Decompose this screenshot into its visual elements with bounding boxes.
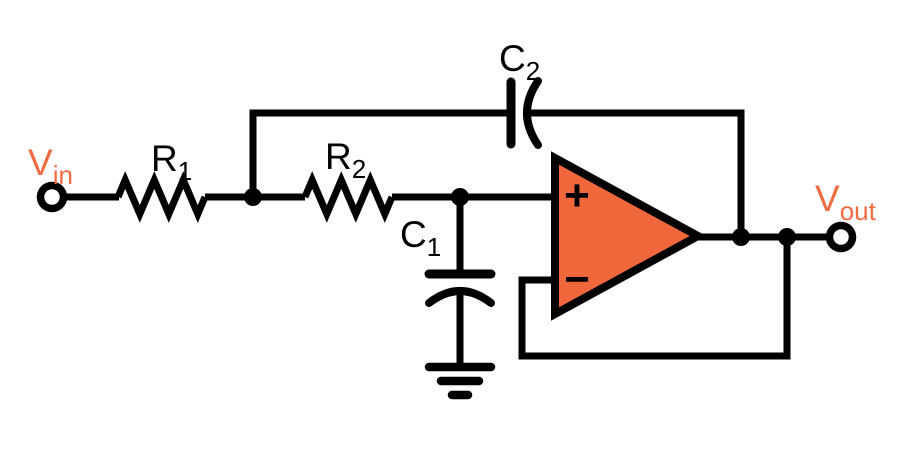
opamp-triangle <box>551 151 707 321</box>
labels: Vin R1 R2 C1 C2 Vout + − <box>28 38 877 304</box>
ground-symbol <box>424 362 496 400</box>
junction-dot-output-feedback <box>778 228 796 246</box>
opamp-inverting-input-label: − <box>564 255 590 304</box>
wire-network <box>36 77 857 400</box>
label-c2: C2 <box>499 38 540 86</box>
wire-feedback-top-left <box>249 109 507 197</box>
label-r1: R1 <box>151 138 192 186</box>
label-c1: C1 <box>400 214 441 262</box>
junction-dot-r1-r2 <box>244 188 262 206</box>
label-vin: Vin <box>28 142 73 190</box>
resistor-r1-symbol <box>114 171 209 223</box>
opamp-noninverting-input-label: + <box>564 171 590 220</box>
junction-dot-output-c2 <box>732 228 750 246</box>
wire-feedback-top-right <box>527 109 745 237</box>
resistor-r2-symbol <box>301 171 396 223</box>
label-r2: R2 <box>325 136 366 184</box>
junction-dot-c1 <box>451 188 469 206</box>
capacitor-c1-curved-plate <box>425 287 495 307</box>
wire-inverting-feedback-loop <box>518 237 791 360</box>
label-vout: Vout <box>815 178 877 226</box>
output-terminal <box>825 221 857 253</box>
input-terminal <box>36 181 68 213</box>
capacitor-c2-curved-plate <box>523 77 542 149</box>
